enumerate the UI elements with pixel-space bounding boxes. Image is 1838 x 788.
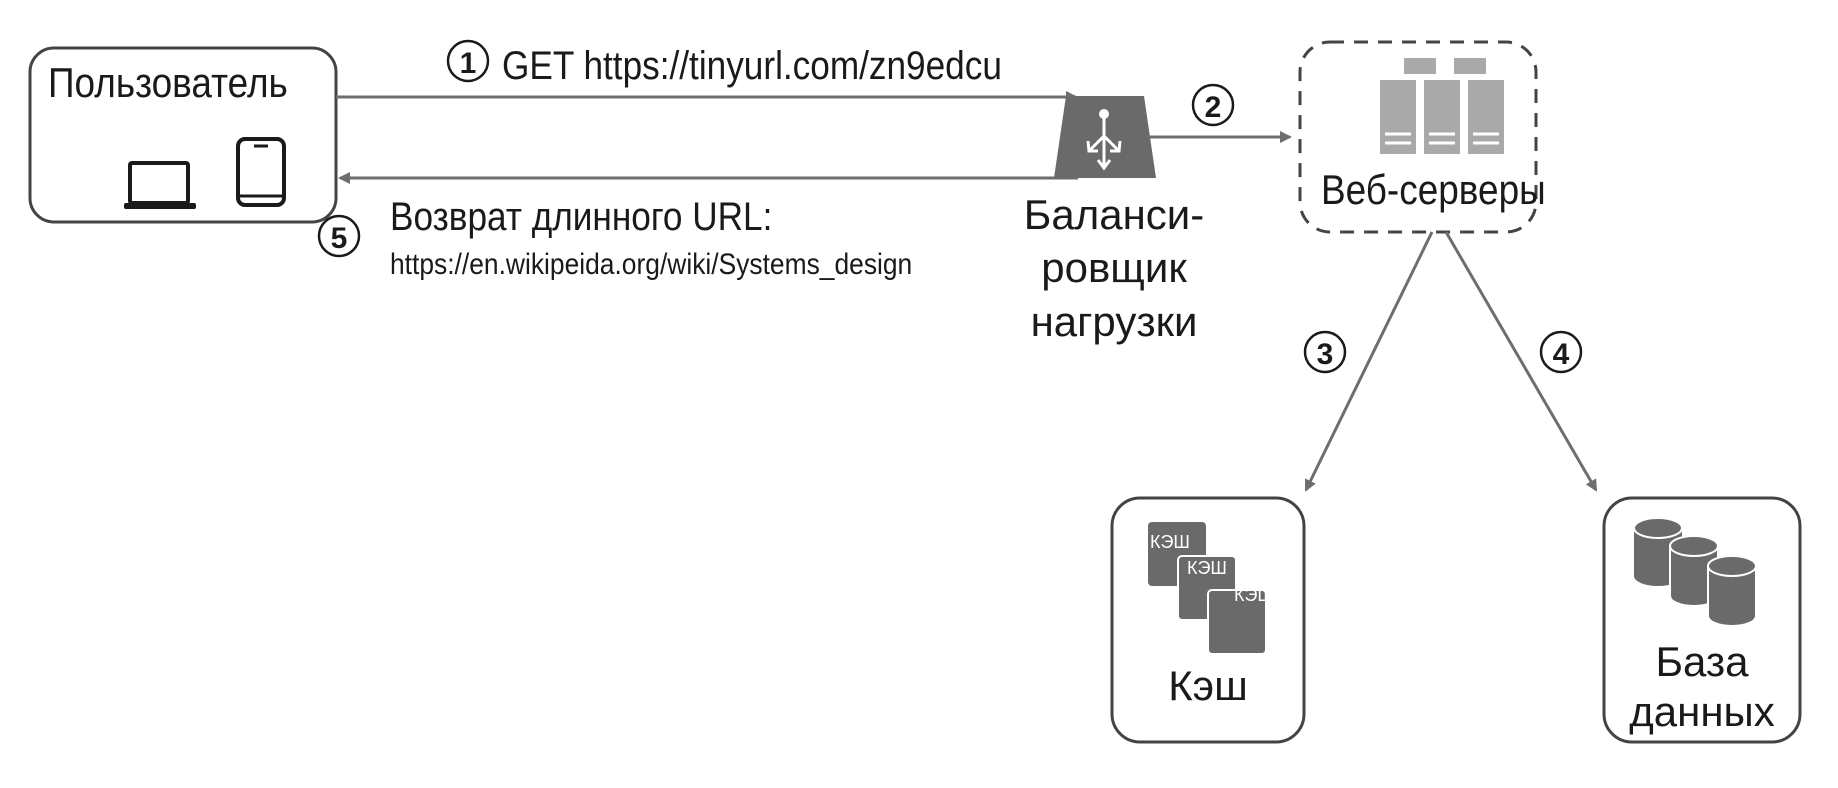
load-balancer-label-line-1: Баланси- [1024,191,1204,238]
step-5-label: Возврат длинного URL: [390,194,772,239]
cache-tile-label-3: КЭШ [1234,585,1274,605]
cache-node: КЭШ КЭШ КЭШ Кэш [1110,496,1306,744]
step-1-label: GET https://tinyurl.com/zn9edcu [502,43,1002,88]
cache-stack-icon: КЭШ КЭШ КЭШ [1148,522,1274,655]
user-node: Пользователь [28,46,338,224]
laptop-icon [124,161,196,209]
web-servers-node: Веб-серверы [1298,40,1546,234]
load-balancer-label-line-3: нагрузки [1031,298,1198,345]
step-1-number: 1 [460,47,477,80]
cache-tile-label-1: КЭШ [1150,532,1190,552]
database-cylinders-icon [1633,517,1757,627]
tablet-icon [236,137,286,207]
database-label-line-2: данных [1629,688,1774,735]
database-arrow [1444,231,1598,492]
step-3-number: 3 [1317,338,1334,371]
user-box [28,46,338,224]
db-cylinder-2 [1669,535,1719,607]
cache-arrow [1304,231,1434,492]
web-servers-label: Веб-серверы [1321,167,1546,214]
database-label-line-1: База [1655,638,1749,685]
step-4-number: 4 [1553,338,1570,371]
load-balancer-node: Баланси- ровщик нагрузки [1024,96,1204,345]
step-3-badge: 3 [1303,330,1347,374]
step-2-badge: 2 [1191,83,1235,127]
database-node: База данных [1602,496,1802,744]
step-5-number: 5 [331,222,348,255]
step-5-badge: 5 [317,214,361,258]
step-5-url: https://en.wikipeida.org/wiki/Systems_de… [390,246,912,280]
load-balancer-label-line-2: ровщик [1041,244,1187,291]
step-4-badge: 4 [1539,330,1583,374]
split-arrows-icon [1086,109,1122,171]
step-2-number: 2 [1205,91,1222,124]
cache-label: Кэш [1168,662,1248,709]
step-1-badge: 1 [446,39,490,83]
db-cylinder-3 [1707,555,1757,627]
user-label: Пользователь [48,60,288,107]
server-rack-icon [1380,58,1504,154]
cache-tile-label-2: КЭШ [1187,558,1227,578]
